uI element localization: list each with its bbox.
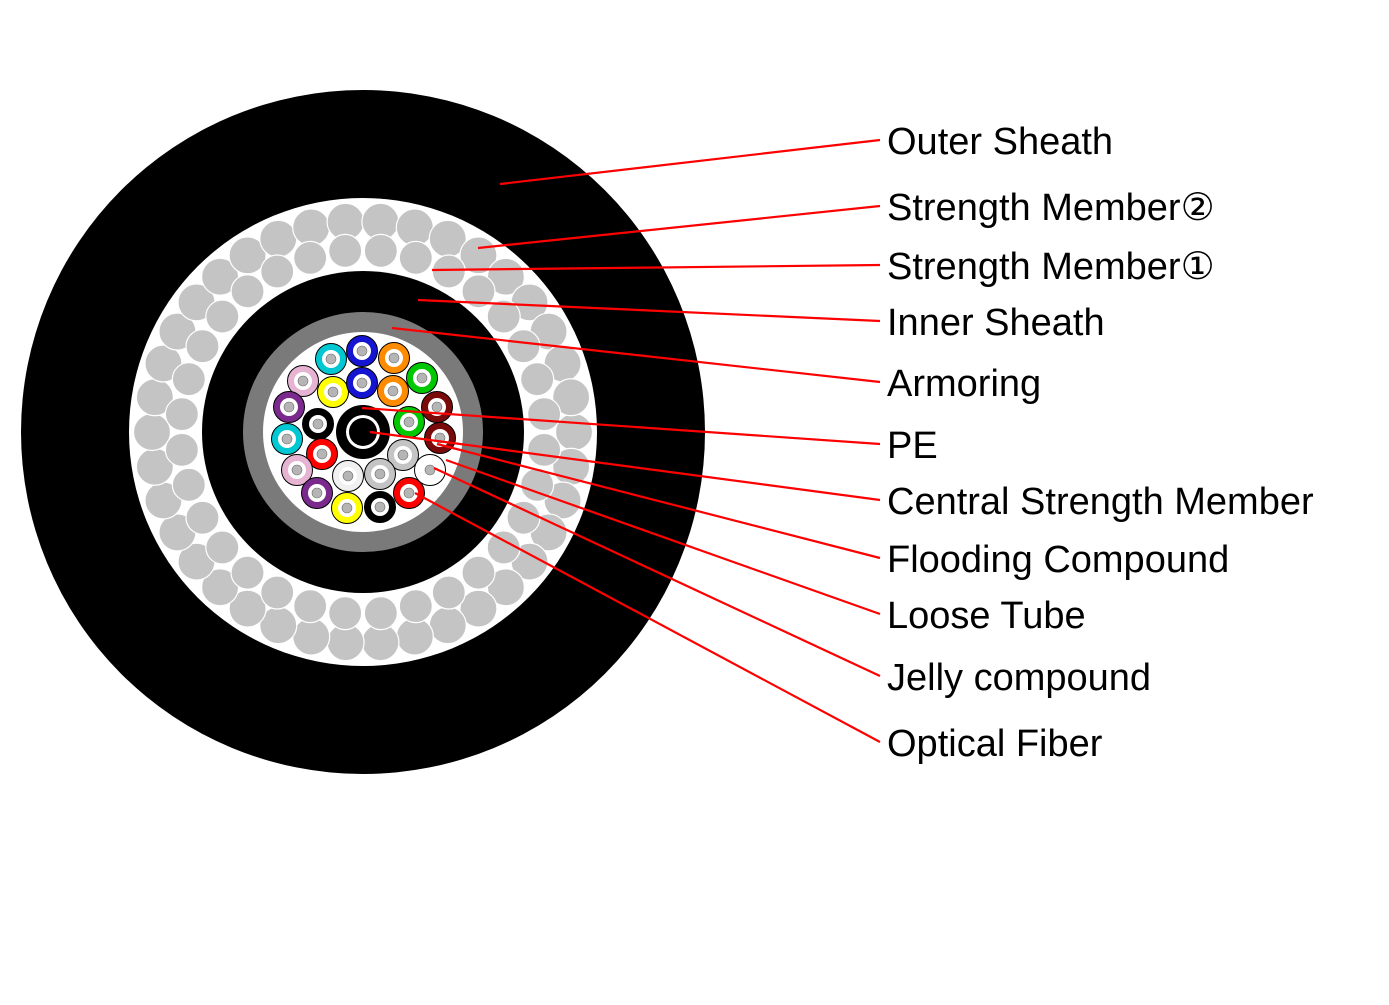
strength-member-strand [554,412,594,452]
cable-cross-section [21,90,705,774]
strength-member-strand [363,233,398,268]
leader-line-armoring [391,326,881,384]
strength-member-strand [395,208,434,247]
optical-fiber [341,502,353,514]
strength-member-strand [164,432,199,467]
label-optical-fiber: Optical Fiber [887,723,1103,765]
strength-member-strand [171,362,206,397]
strength-member-strand [228,236,267,275]
strength-member-strand [398,589,433,624]
strength-member-strand [185,500,220,535]
strength-member-strand [292,617,331,656]
strength-member-strand [230,274,265,309]
strength-member-strand [292,208,331,247]
strength-member-strand [431,254,466,289]
label-loose-tube: Loose Tube [887,595,1086,637]
label-pe: PE [887,425,938,467]
optical-fiber [316,448,328,460]
optical-fiber [403,487,415,499]
optical-fiber [388,352,400,364]
strength-member-strand [506,329,541,364]
optical-fiber [325,353,337,365]
optical-fiber [356,345,368,357]
optical-fiber [327,386,339,398]
strength-member-strand [171,467,206,502]
optical-fiber [387,385,399,397]
optical-fiber [283,401,295,413]
optical-fiber [356,377,368,389]
optical-fiber [374,468,386,480]
strength-member-strand [428,606,467,645]
loose-tubes [271,335,456,524]
strength-member-strand [395,617,434,656]
strength-member-strand [461,555,496,590]
strength-member-1-strands [164,233,562,631]
leader-line-loose-tube [445,458,881,616]
labels: Outer Sheath Strength Member② Strength M… [887,121,1314,765]
label-inner-sheath: Inner Sheath [887,302,1105,344]
strength-member-strand [144,344,183,383]
optical-fiber [397,449,409,461]
strength-member-strand [486,299,521,334]
leader-line-strength-member-2 [477,204,881,250]
strength-member-strand [520,467,555,502]
leader-lines [361,138,881,743]
leader-line-strength-member-1 [431,263,881,272]
strength-member-strand [328,233,363,268]
optical-fiber [416,372,428,384]
strength-member-strand [230,555,265,590]
optical-fiber [374,501,386,513]
strength-member-strand [185,329,220,364]
strength-member-strand [132,412,172,452]
leader-line-central-strength-member [369,430,881,502]
optical-fiber [424,464,436,476]
strength-member-2-strands [132,202,594,662]
strength-member-strand [164,397,199,432]
strength-member-strand [459,589,498,628]
strength-member-strand [527,432,562,467]
label-armoring: Armoring [887,363,1041,405]
leader-line-optical-fiber [414,492,881,743]
optical-fiber [312,418,324,430]
label-flooding-compound: Flooding Compound [887,539,1229,581]
strength-member-strand [293,589,328,624]
strength-member-strand [527,397,562,432]
optical-fiber [342,470,354,482]
strength-member-strand [520,362,555,397]
optical-fiber [281,433,293,445]
strength-member-strand [461,274,496,309]
strength-member-strand [506,500,541,535]
leader-line-jelly-compound [433,467,881,677]
optical-fiber [403,416,415,428]
strength-member-strand [398,240,433,275]
strength-member-strand [260,575,295,610]
strength-member-strand [205,530,240,565]
leader-line-pe [361,406,881,446]
label-outer-sheath: Outer Sheath [887,121,1113,163]
strength-member-strand [259,219,298,258]
leader-line-flooding-compound [436,442,881,560]
strength-member-strand [363,596,398,631]
label-strength-member-1: Strength Member① [887,246,1215,288]
optical-fiber [297,375,309,387]
leader-line-inner-sheath [417,298,881,323]
strength-member-strand [431,575,466,610]
strength-member-strand [260,254,295,289]
strength-member-strand [228,589,267,628]
leader-line-outer-sheath [499,138,881,186]
strength-member-strand [486,530,521,565]
optical-fiber [431,401,443,413]
label-jelly-compound: Jelly compound [887,657,1151,699]
strength-member-strand [552,378,591,417]
optical-fiber [291,464,303,476]
label-strength-member-2: Strength Member② [887,187,1215,229]
strength-member-strand [293,240,328,275]
central-strength-member [349,418,377,446]
optical-fiber [311,487,323,499]
strength-member-strand [205,299,240,334]
strength-member-strand [328,596,363,631]
label-central-strength-member: Central Strength Member [887,481,1314,523]
